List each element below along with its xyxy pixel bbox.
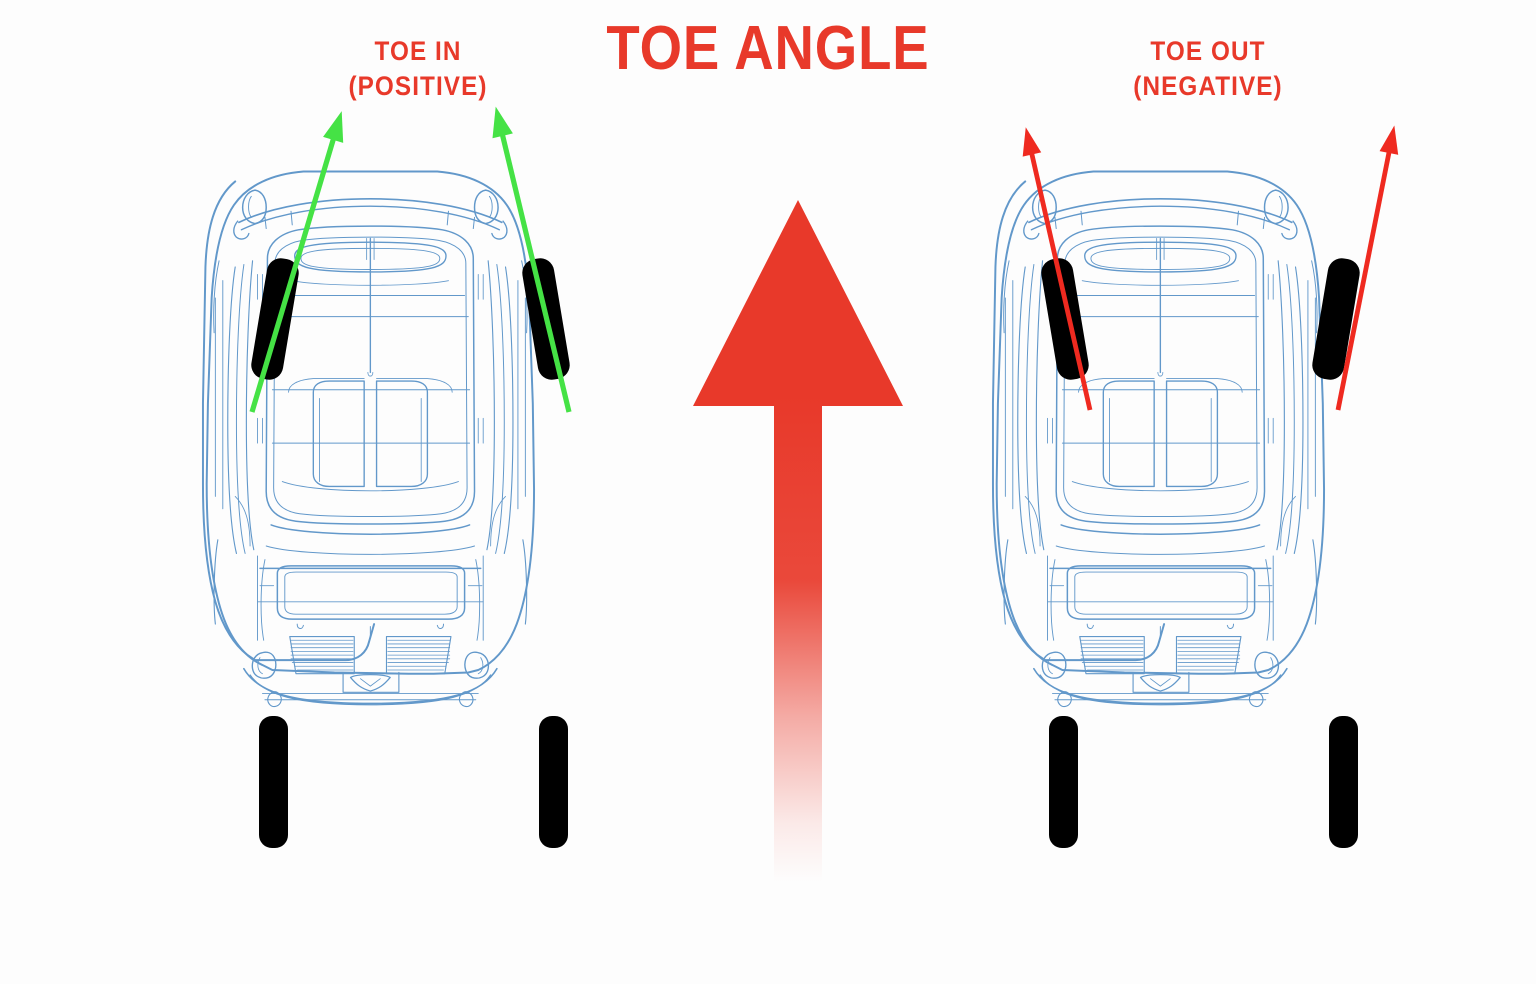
right-panel-label-line1: TOE OUT bbox=[1150, 36, 1266, 66]
toe-arrow-right-head bbox=[492, 106, 513, 139]
front-right-tire bbox=[1312, 258, 1360, 380]
left-car-group bbox=[201, 106, 572, 848]
right-car-toe-arrows bbox=[1022, 125, 1399, 411]
toe-arrow-right-shaft bbox=[497, 123, 572, 413]
car-line-drawing-left bbox=[201, 170, 536, 708]
right-car-group bbox=[991, 125, 1399, 848]
rear-left-tire bbox=[259, 716, 288, 848]
rear-right-tire bbox=[539, 716, 568, 848]
right-panel-label-line2: (NEGATIVE) bbox=[1133, 70, 1283, 101]
left-car-front-tires bbox=[251, 258, 570, 380]
toe-arrow-left-head bbox=[323, 111, 344, 143]
toe-arrow-left-head bbox=[1022, 127, 1042, 157]
car-line-drawing-right bbox=[991, 170, 1326, 708]
right-panel-label: TOE OUT (NEGATIVE) bbox=[1082, 34, 1334, 103]
right-car-rear-tires bbox=[1049, 716, 1358, 848]
left-car-rear-tires bbox=[259, 716, 568, 848]
right-car-front-tires bbox=[1041, 258, 1360, 380]
toe-arrow-left-shaft bbox=[1027, 144, 1093, 411]
rear-left-tire bbox=[1049, 716, 1078, 848]
left-panel-label-line1: TOE IN bbox=[374, 36, 462, 66]
toe-arrow-right-shaft bbox=[1335, 142, 1394, 411]
left-panel-label: TOE IN (POSITIVE) bbox=[292, 34, 544, 103]
page-title: TOE ANGLE bbox=[606, 14, 930, 83]
toe-arrow-right-head bbox=[1379, 125, 1399, 155]
direction-of-travel-arrow bbox=[693, 200, 903, 882]
direction-arrow-head bbox=[693, 200, 903, 406]
front-left-tire bbox=[1041, 258, 1089, 380]
direction-arrow-shaft bbox=[774, 396, 822, 882]
rear-right-tire bbox=[1329, 716, 1358, 848]
left-panel-label-line2: (POSITIVE) bbox=[348, 70, 488, 101]
toe-arrow-left-shaft bbox=[249, 127, 340, 413]
left-car-toe-arrows bbox=[249, 106, 572, 413]
